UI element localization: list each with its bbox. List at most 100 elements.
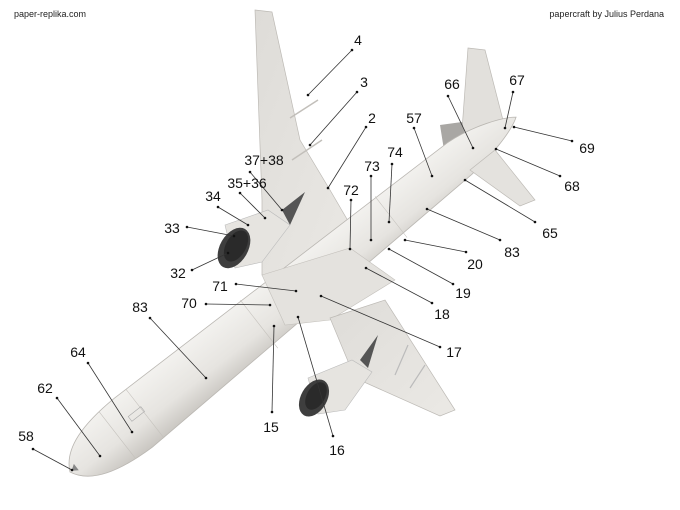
part-label-32: 32 xyxy=(170,265,186,281)
part-label-71: 71 xyxy=(212,278,228,294)
leader-dot xyxy=(263,216,267,220)
leader-dot xyxy=(533,220,537,224)
part-label-18: 18 xyxy=(434,306,450,322)
part-label-74: 74 xyxy=(387,144,403,160)
part-label-62: 62 xyxy=(37,380,53,396)
leader-line xyxy=(413,127,433,177)
part-label-83: 83 xyxy=(132,299,148,315)
leader-line xyxy=(297,316,334,437)
leader-line xyxy=(149,317,207,379)
leader-line xyxy=(271,325,275,413)
leader-dot xyxy=(390,162,394,166)
part-label-3: 3 xyxy=(360,74,368,90)
leader-dot xyxy=(471,146,475,150)
leader-dot xyxy=(306,93,310,97)
leader-dot xyxy=(498,238,502,242)
leader-line xyxy=(513,126,573,142)
leader-dot xyxy=(148,316,152,320)
leader-dot xyxy=(364,125,368,129)
leader-dot xyxy=(451,282,455,286)
leader-dot xyxy=(308,143,312,147)
leader-line xyxy=(404,239,467,253)
upper-engine xyxy=(217,192,305,269)
leader-dot xyxy=(438,345,442,349)
part-label-16: 16 xyxy=(329,442,345,458)
leader-dot xyxy=(430,301,434,305)
lower-engine xyxy=(298,335,378,417)
leader-dot xyxy=(364,266,368,270)
leader-line xyxy=(320,295,441,348)
part-label-64: 64 xyxy=(70,344,86,360)
leader-dot xyxy=(204,302,208,306)
leader-dot xyxy=(387,247,391,251)
leader-line xyxy=(56,397,101,457)
leader-line xyxy=(205,303,271,306)
leader-dot xyxy=(511,90,515,94)
author-credit: papercraft by Julius Perdana xyxy=(549,9,664,19)
leader-line xyxy=(495,148,561,177)
leader-dot xyxy=(204,376,208,380)
leader-line xyxy=(249,171,283,211)
leader-dot xyxy=(296,315,300,319)
part-label-4: 4 xyxy=(354,32,362,48)
leader-dot xyxy=(232,234,236,238)
leader-dot xyxy=(430,174,434,178)
part-label-67: 67 xyxy=(509,72,525,88)
leader-dot xyxy=(425,207,429,211)
leader-dot xyxy=(369,238,373,242)
part-label-83: 83 xyxy=(504,244,520,260)
leader-dot xyxy=(238,191,242,195)
part-label-70: 70 xyxy=(181,295,197,311)
leader-dot xyxy=(98,454,102,458)
site-credit: paper-replika.com xyxy=(14,9,87,19)
leader-line xyxy=(426,208,501,241)
part-label-57: 57 xyxy=(406,110,422,126)
leader-dot xyxy=(319,294,323,298)
leader-dot xyxy=(272,324,276,328)
leader-dot xyxy=(503,126,507,130)
leader-line xyxy=(217,206,249,226)
leader-dot xyxy=(403,238,407,242)
leader-line xyxy=(349,199,352,250)
part-label-2: 2 xyxy=(368,110,376,126)
leader-dot xyxy=(130,430,134,434)
part-label-68: 68 xyxy=(564,178,580,194)
wing-center-section xyxy=(261,247,396,326)
leader-dot xyxy=(248,170,252,174)
leader-dot xyxy=(270,410,274,414)
leader-line xyxy=(239,192,266,219)
leader-line xyxy=(309,91,358,146)
right-horizontal-stabilizer xyxy=(469,149,536,207)
leader-dot xyxy=(246,223,250,227)
leader-dot xyxy=(216,205,220,209)
leader-dot xyxy=(494,147,498,151)
leader-line xyxy=(504,91,514,129)
part-label-34: 34 xyxy=(205,188,221,204)
part-label-66: 66 xyxy=(444,76,460,92)
leader-dot xyxy=(350,48,354,52)
leader-line xyxy=(235,283,297,292)
leader-dot xyxy=(348,247,352,251)
leader-dot xyxy=(446,94,450,98)
leader-dot xyxy=(268,303,272,307)
leader-line xyxy=(388,163,393,223)
part-labels: 43237+3835+36343332717083646258151617181… xyxy=(18,32,595,472)
leader-dot xyxy=(55,396,59,400)
leader-dot xyxy=(331,434,335,438)
leader-line xyxy=(327,126,367,189)
leader-line xyxy=(186,226,235,237)
leader-dot xyxy=(280,208,284,212)
leader-dot xyxy=(234,282,238,286)
part-label-19: 19 xyxy=(455,285,471,301)
leader-line xyxy=(87,362,133,433)
part-label-37-38: 37+38 xyxy=(244,152,284,168)
leader-dot xyxy=(185,225,189,229)
part-label-72: 72 xyxy=(343,182,359,198)
leader-line xyxy=(365,267,433,304)
leader-line xyxy=(32,448,73,471)
leader-line xyxy=(447,95,474,149)
leader-dot xyxy=(31,447,35,451)
leader-line xyxy=(388,248,454,285)
